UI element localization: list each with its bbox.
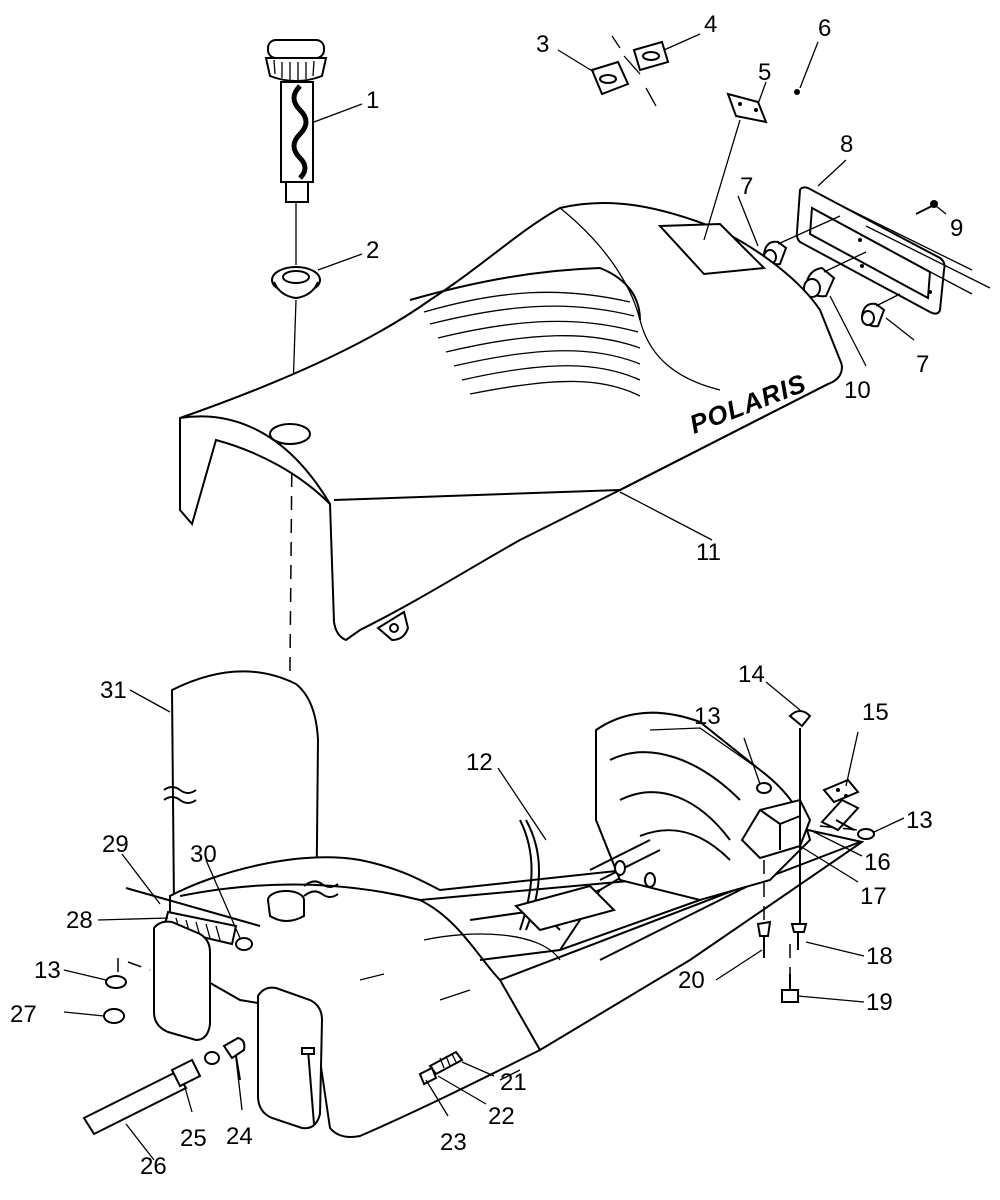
fuel-hose-parts — [82, 1036, 246, 1136]
callout-18: 18 — [866, 943, 893, 970]
fuel-tank-part — [169, 711, 865, 1138]
callout-13-top: 13 — [694, 703, 721, 730]
callout-13-right: 13 — [906, 807, 933, 834]
callout-9: 9 — [950, 215, 963, 242]
fuel-cap-part — [264, 39, 328, 203]
callout-19: 19 — [866, 989, 893, 1016]
saddle-side-left — [153, 920, 211, 1042]
callout-13-left: 13 — [34, 957, 61, 984]
callout-1: 1 — [366, 87, 379, 114]
callout-25: 25 — [180, 1125, 207, 1152]
callout-28: 28 — [66, 907, 93, 934]
plate-part-5 — [726, 92, 768, 124]
callout-16: 16 — [864, 849, 891, 876]
callout-3: 3 — [536, 31, 549, 58]
callout-23: 23 — [440, 1129, 467, 1156]
callout-4: 4 — [704, 11, 717, 38]
bulb-part-7-lower — [860, 302, 886, 328]
callout-24: 24 — [226, 1123, 253, 1150]
plate-alignment-line — [611, 35, 657, 107]
callout-31: 31 — [100, 677, 127, 704]
callout-labels: 1 2 3 4 5 6 7 7 8 9 10 11 12 13 13 13 14… — [10, 11, 963, 1180]
callout-6: 6 — [818, 15, 831, 42]
callout-11: 11 — [696, 539, 721, 566]
callout-14: 14 — [738, 661, 765, 688]
drain-fitting-parts — [418, 1050, 464, 1086]
callout-8: 8 — [840, 131, 853, 158]
washer-nut-left — [103, 958, 151, 1024]
callout-12: 12 — [466, 749, 493, 776]
callout-5: 5 — [758, 59, 771, 86]
callout-22: 22 — [488, 1103, 515, 1130]
plate-part-4 — [632, 40, 670, 72]
grommet-part — [271, 266, 321, 300]
callout-21: 21 — [500, 1069, 527, 1096]
callout-29: 29 — [102, 831, 129, 858]
callout-26: 26 — [140, 1153, 167, 1180]
callout-7-upper: 7 — [740, 173, 753, 200]
seat-part: POLARIS — [179, 201, 843, 642]
callout-leaders — [63, 33, 947, 1161]
lamp-part-10 — [803, 266, 836, 298]
rivet-part-6 — [794, 89, 800, 95]
screw-part-9 — [915, 200, 938, 215]
callout-27: 27 — [10, 1001, 37, 1028]
callout-30: 30 — [190, 841, 217, 868]
callout-17: 17 — [860, 883, 887, 910]
right-mount-parts — [740, 710, 875, 1003]
taillight-guide-line — [777, 215, 901, 307]
callout-15: 15 — [862, 699, 889, 726]
saddle-side-right — [257, 986, 324, 1130]
callout-2: 2 — [366, 237, 379, 264]
callout-7-lower: 7 — [916, 351, 929, 378]
plate-part-3 — [590, 60, 630, 96]
callout-20: 20 — [678, 967, 705, 994]
callout-10: 10 — [844, 377, 871, 404]
